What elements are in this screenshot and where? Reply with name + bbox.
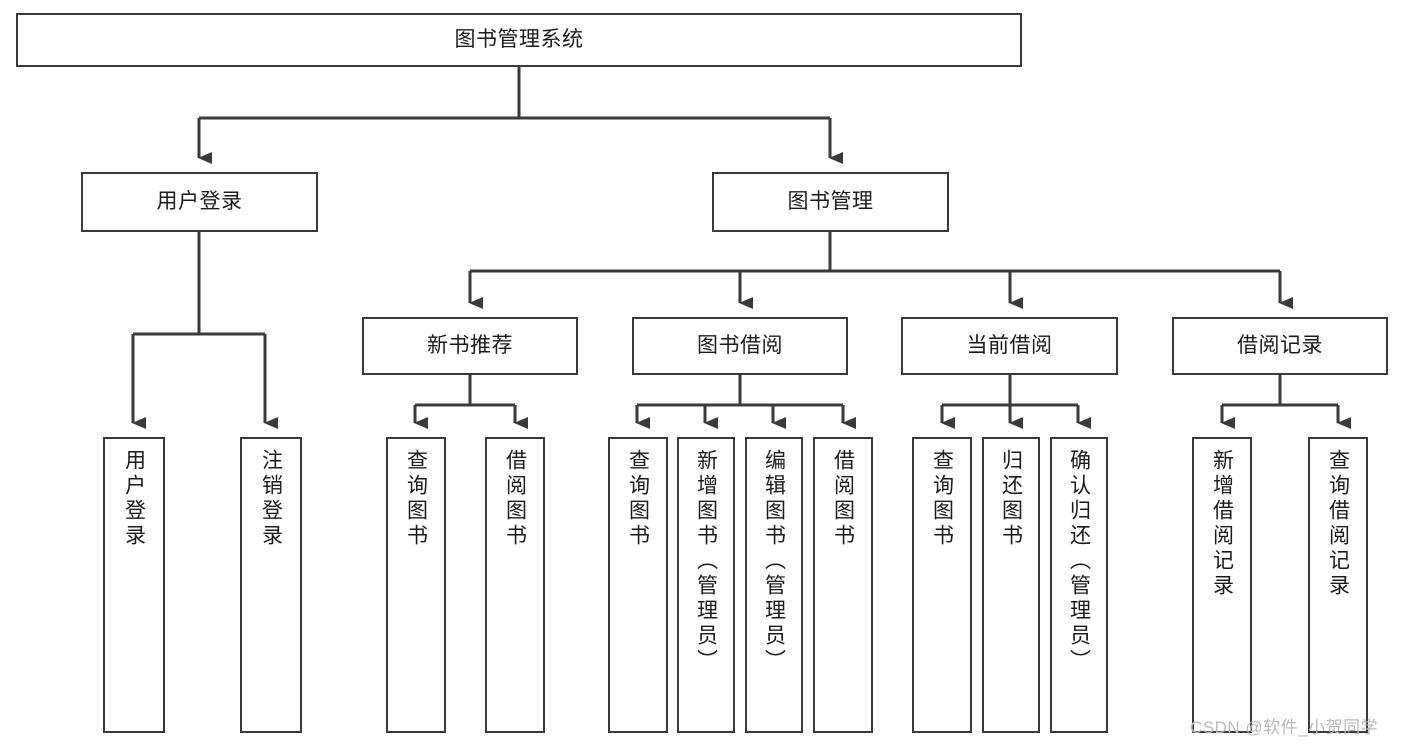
leaf-logout-label: 注销登录 xyxy=(259,449,283,549)
node-book-manage-label: 图书管理 xyxy=(787,189,874,213)
node-current-borrow-label: 当前借阅 xyxy=(966,333,1053,357)
leaf-add-book-label: 新增图书（管理员） xyxy=(694,449,718,674)
leaf-borrow-book-2[interactable]: 借阅图书 xyxy=(813,437,873,733)
leaf-user-login-label: 用户登录 xyxy=(122,449,146,549)
leaf-borrow-book-1-label: 借阅图书 xyxy=(503,449,527,549)
leaf-user-login[interactable]: 用户登录 xyxy=(103,437,165,733)
leaf-add-record[interactable]: 新增借阅记录 xyxy=(1192,437,1252,733)
node-borrow-record-label: 借阅记录 xyxy=(1237,333,1323,357)
csdn-watermark: CSDN @软件_小贺同学 xyxy=(1190,718,1379,737)
leaf-query-book-3[interactable]: 查询图书 xyxy=(912,437,972,733)
leaf-logout[interactable]: 注销登录 xyxy=(240,437,302,733)
node-user-login-label: 用户登录 xyxy=(156,189,243,213)
leaf-return-book-label: 归还图书 xyxy=(999,449,1023,549)
leaf-query-book-3-label: 查询图书 xyxy=(930,449,954,549)
node-new-book-rec[interactable]: 新书推荐 xyxy=(362,317,578,375)
node-book-manage[interactable]: 图书管理 xyxy=(712,172,949,232)
node-current-borrow[interactable]: 当前借阅 xyxy=(901,317,1118,375)
leaf-query-book-2[interactable]: 查询图书 xyxy=(608,437,668,733)
node-user-login[interactable]: 用户登录 xyxy=(81,172,318,232)
leaf-add-book[interactable]: 新增图书（管理员） xyxy=(677,437,735,733)
leaf-borrow-book-2-label: 借阅图书 xyxy=(831,449,855,549)
leaf-query-book-2-label: 查询图书 xyxy=(626,449,650,549)
leaf-add-record-label: 新增借阅记录 xyxy=(1210,449,1234,599)
node-book-borrow[interactable]: 图书借阅 xyxy=(632,317,848,375)
node-root-label: 图书管理系统 xyxy=(454,27,584,51)
node-new-book-rec-label: 新书推荐 xyxy=(427,333,513,357)
leaf-query-book-1[interactable]: 查询图书 xyxy=(386,437,446,733)
leaf-edit-book[interactable]: 编辑图书（管理员） xyxy=(745,437,803,733)
leaf-query-record[interactable]: 查询借阅记录 xyxy=(1308,437,1368,733)
leaf-confirm-return-label: 确认归还（管理员） xyxy=(1067,449,1091,674)
leaf-edit-book-label: 编辑图书（管理员） xyxy=(762,449,786,674)
leaf-query-record-label: 查询借阅记录 xyxy=(1326,449,1350,599)
leaf-borrow-book-1[interactable]: 借阅图书 xyxy=(485,437,545,733)
leaf-query-book-1-label: 查询图书 xyxy=(404,449,428,549)
leaf-return-book[interactable]: 归还图书 xyxy=(982,437,1040,733)
node-borrow-record[interactable]: 借阅记录 xyxy=(1172,317,1388,375)
node-book-borrow-label: 图书借阅 xyxy=(697,333,783,357)
node-root[interactable]: 图书管理系统 xyxy=(16,13,1022,67)
leaf-confirm-return[interactable]: 确认归还（管理员） xyxy=(1050,437,1108,733)
